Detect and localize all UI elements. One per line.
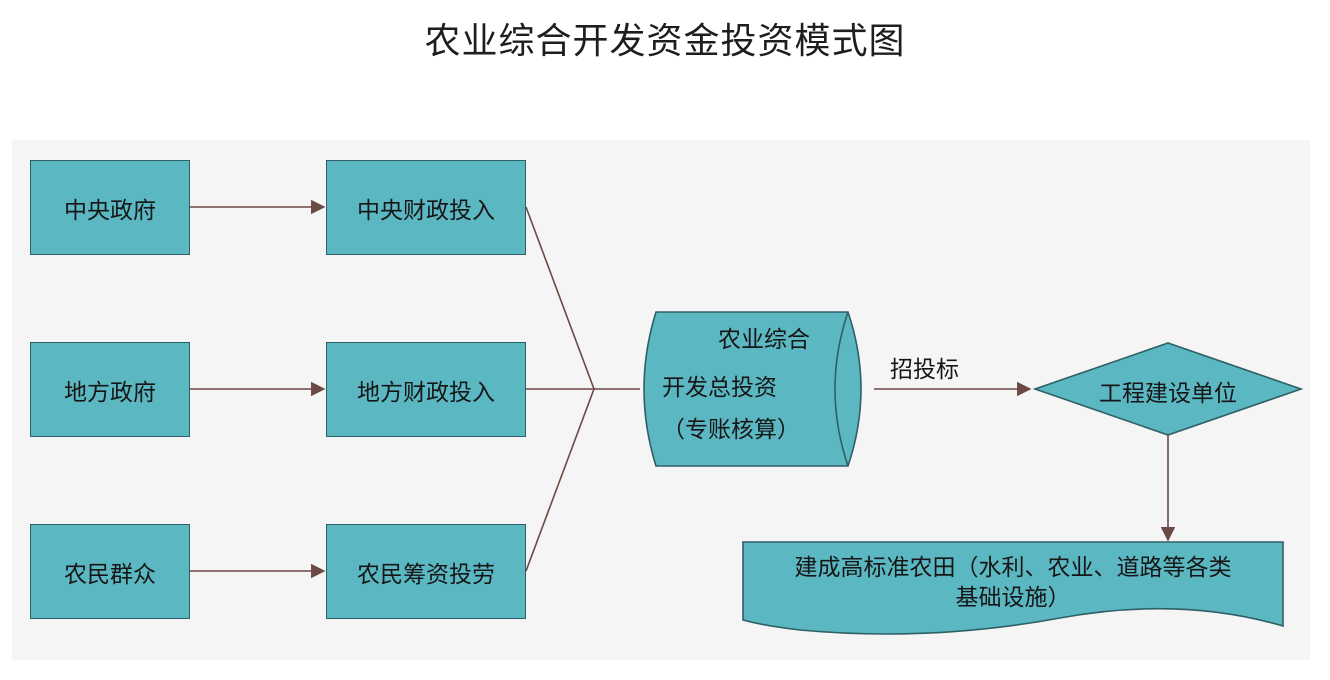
node-label: 农民群众 [64,561,156,588]
bidding-label: 招投标 [890,357,959,383]
node-label: 地方政府 [64,379,156,406]
total-investment-line1: 农业综合 [718,327,810,353]
converge-line-bottom [525,388,595,572]
converge-line-top [525,206,595,390]
node-label: 地方财政投入 [357,379,495,406]
total-investment-line3: （专账核算） [662,417,800,443]
node-label: 中央政府 [64,197,156,224]
node-farmer-contribution: 农民筹资投劳 [326,524,526,619]
node-central-government: 中央政府 [30,160,190,255]
node-local-fiscal-input: 地方财政投入 [326,342,526,437]
node-label: 中央财政投入 [357,197,495,224]
construction-unit-label: 工程建设单位 [1099,381,1237,407]
result-line1: 建成高标准农田（水利、农业、道路等各类 [794,555,1232,581]
construction-unit-node [1032,342,1304,436]
node-label: 农民筹资投劳 [357,561,495,588]
node-farmers: 农民群众 [30,524,190,619]
result-line2: 基础设施） [955,585,1071,611]
total-investment-node-rim [834,311,849,467]
node-central-fiscal-input: 中央财政投入 [326,160,526,255]
diagram-title: 农业综合开发资金投资模式图 [424,21,906,62]
result-node [742,541,1284,635]
total-investment-line2: 开发总投资 [662,375,777,401]
node-local-government: 地方政府 [30,342,190,437]
